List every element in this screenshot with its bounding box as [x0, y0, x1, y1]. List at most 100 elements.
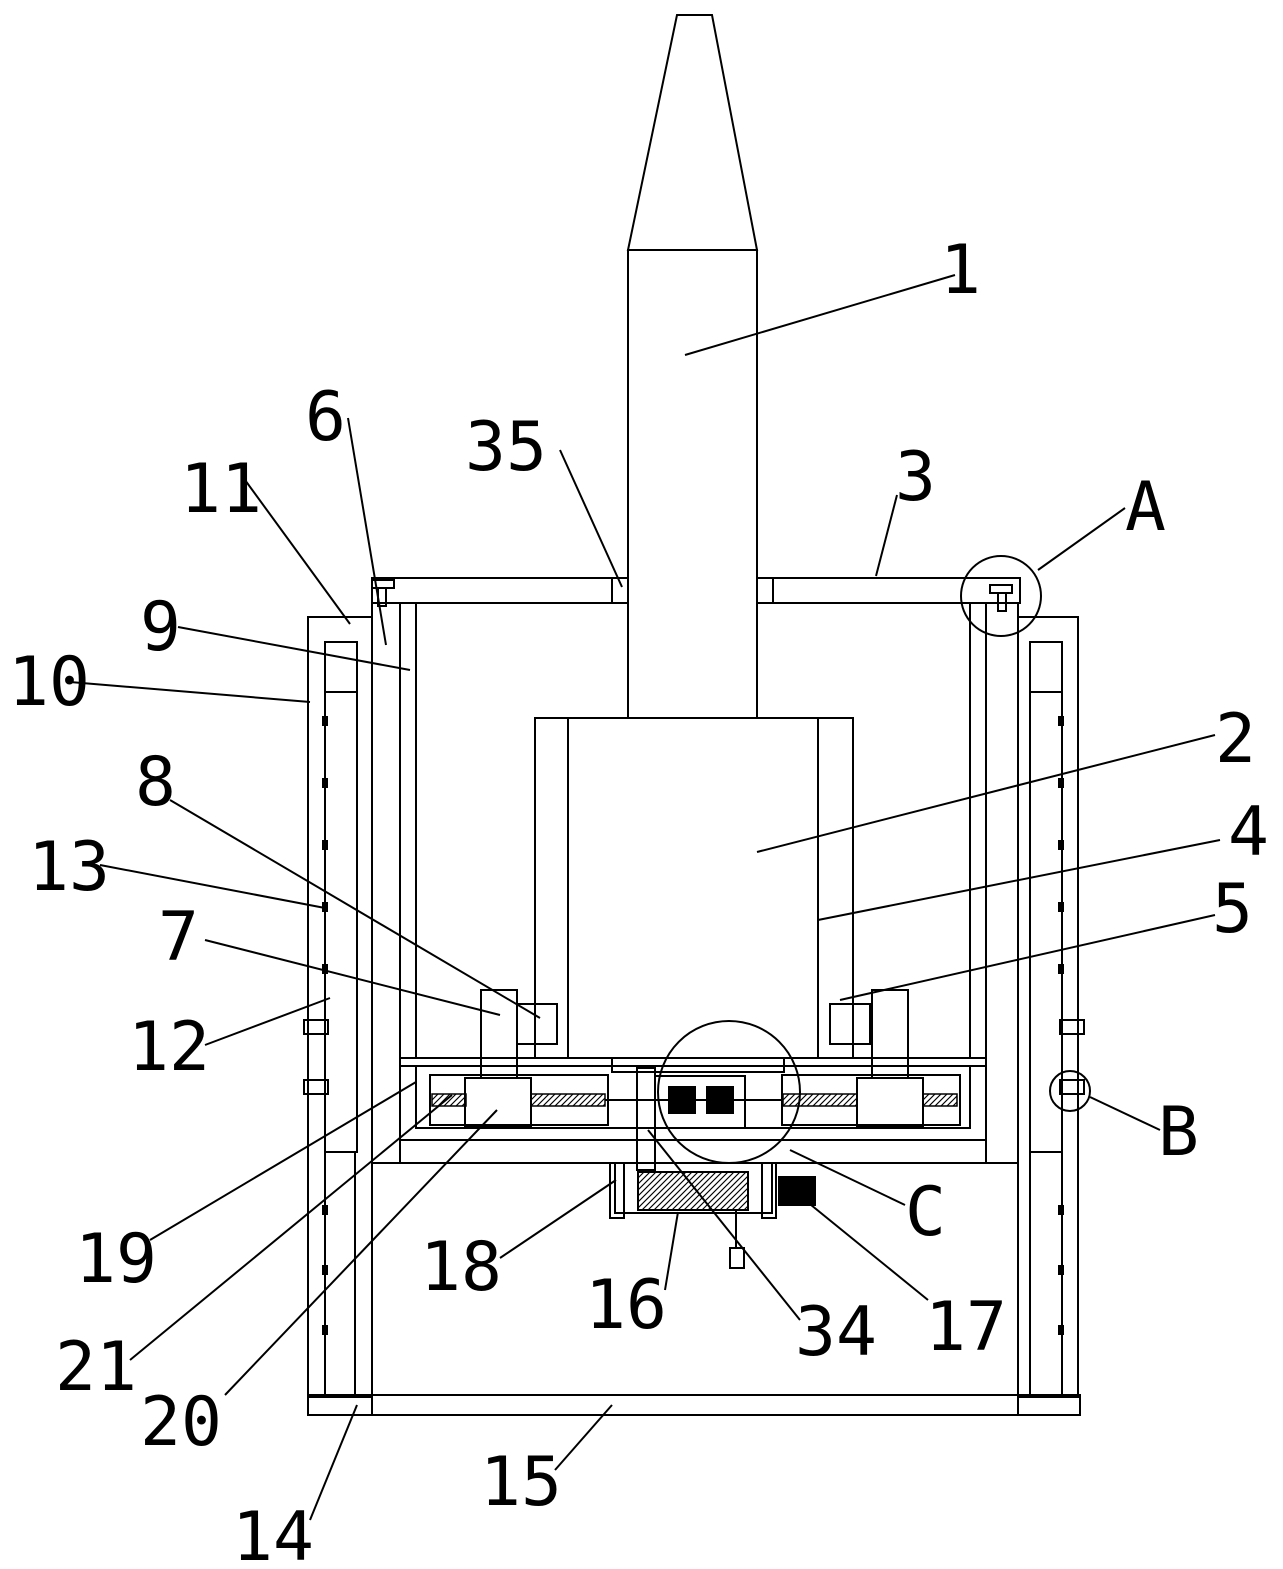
top-plate-part-3 — [371, 577, 1021, 604]
outer-frame — [303, 616, 1085, 1398]
detail-b-circle — [1049, 1070, 1091, 1112]
hatch-line — [683, 1171, 723, 1211]
hatch-line — [637, 1171, 663, 1197]
hatch-line — [455, 1095, 467, 1107]
hatch-line — [830, 1093, 844, 1107]
label-4: 4 — [1228, 793, 1269, 872]
hatch-line — [922, 1093, 930, 1101]
hatch-line — [946, 1095, 958, 1107]
hatch-line — [952, 1101, 958, 1107]
label-5: 5 — [1212, 870, 1253, 949]
hatch-line — [584, 1093, 598, 1107]
hatch-line — [530, 1093, 544, 1107]
hatch-line — [731, 1193, 749, 1211]
label-6: 6 — [305, 378, 346, 457]
hatch-line — [806, 1093, 820, 1107]
hatch-line — [647, 1171, 687, 1211]
label-17: 17 — [925, 1288, 1007, 1367]
hatch-line — [560, 1093, 574, 1107]
hatch-line — [637, 1171, 645, 1179]
hatch-line — [566, 1093, 580, 1107]
hatch-line — [719, 1181, 749, 1211]
hatch-line — [824, 1093, 838, 1107]
hatch-line — [548, 1093, 562, 1107]
hatch-line — [928, 1093, 942, 1107]
hatch-line — [707, 1171, 747, 1211]
label-2: 2 — [1215, 700, 1256, 779]
label-b: B — [1158, 1093, 1199, 1172]
hatch-line — [590, 1093, 604, 1107]
hatch-line — [542, 1093, 556, 1107]
hatch-line — [578, 1093, 592, 1107]
label-10: 10 — [8, 643, 90, 722]
hatch-line — [782, 1093, 790, 1101]
label-14: 14 — [232, 1498, 314, 1569]
label-8: 8 — [135, 743, 176, 822]
label-9: 9 — [140, 588, 181, 667]
hatch-line — [461, 1101, 467, 1107]
label-34: 34 — [795, 1293, 877, 1372]
hatch-line — [701, 1171, 741, 1211]
hatch-line — [689, 1171, 729, 1211]
hatch-line — [443, 1093, 457, 1107]
hatch-line — [836, 1093, 850, 1107]
hatch-line — [637, 1171, 669, 1203]
hatch-line — [641, 1171, 681, 1211]
hatch-line — [812, 1093, 826, 1107]
hatch-line — [788, 1093, 802, 1107]
label-12: 12 — [128, 1008, 210, 1087]
hatch-line — [782, 1093, 796, 1107]
hatch-line — [554, 1093, 568, 1107]
hatch-line — [659, 1171, 699, 1211]
leader-lines — [69, 274, 1221, 1521]
rack-teeth-right — [1058, 716, 1064, 1335]
label-20: 20 — [140, 1383, 222, 1462]
detail-a-circle — [371, 555, 1042, 637]
hatch-line — [572, 1093, 586, 1107]
hatch-line — [671, 1171, 711, 1211]
hatch-line — [431, 1093, 439, 1101]
hatch-line — [794, 1093, 808, 1107]
hatch-line — [848, 1097, 858, 1107]
hatch-line — [602, 1103, 606, 1107]
hatch-line — [922, 1093, 936, 1107]
hatch-line — [713, 1175, 749, 1211]
hatch-line — [431, 1093, 445, 1107]
hatch-line — [725, 1187, 749, 1211]
hatch-line — [854, 1103, 858, 1107]
main-body-part-2 — [534, 717, 854, 1059]
hatch-line — [530, 1093, 538, 1101]
label-19: 19 — [75, 1220, 157, 1299]
label-18: 18 — [420, 1228, 502, 1307]
label-35: 35 — [465, 408, 547, 487]
hatch-line — [940, 1093, 954, 1107]
label-13: 13 — [28, 828, 110, 907]
hatch-line — [637, 1171, 675, 1209]
label-7: 7 — [158, 898, 199, 977]
hatch-line — [842, 1093, 856, 1107]
hatch-line — [637, 1171, 657, 1191]
hatch-line — [737, 1199, 749, 1211]
hatch-line — [818, 1093, 832, 1107]
hatch-line — [449, 1093, 463, 1107]
hatching — [431, 1093, 958, 1211]
callout-labels: 1 2 3 4 5 6 7 8 9 10 11 12 13 14 15 16 1… — [8, 231, 1269, 1569]
hatch-line — [934, 1093, 948, 1107]
hatch-line — [800, 1093, 814, 1107]
hatch-line — [536, 1093, 550, 1107]
hatch-line — [695, 1171, 735, 1211]
label-c: C — [905, 1173, 946, 1252]
label-16: 16 — [585, 1266, 667, 1345]
label-11: 11 — [180, 450, 262, 529]
detail-c-assembly — [609, 1020, 816, 1269]
label-15: 15 — [480, 1443, 562, 1522]
base-plate — [307, 1394, 1081, 1416]
label-3: 3 — [895, 438, 936, 517]
hatch-line — [665, 1171, 705, 1211]
column-part-1 — [626, 14, 759, 719]
label-1: 1 — [940, 231, 981, 310]
hatch-line — [637, 1171, 651, 1185]
label-21: 21 — [55, 1328, 137, 1407]
hatch-line — [596, 1097, 606, 1107]
